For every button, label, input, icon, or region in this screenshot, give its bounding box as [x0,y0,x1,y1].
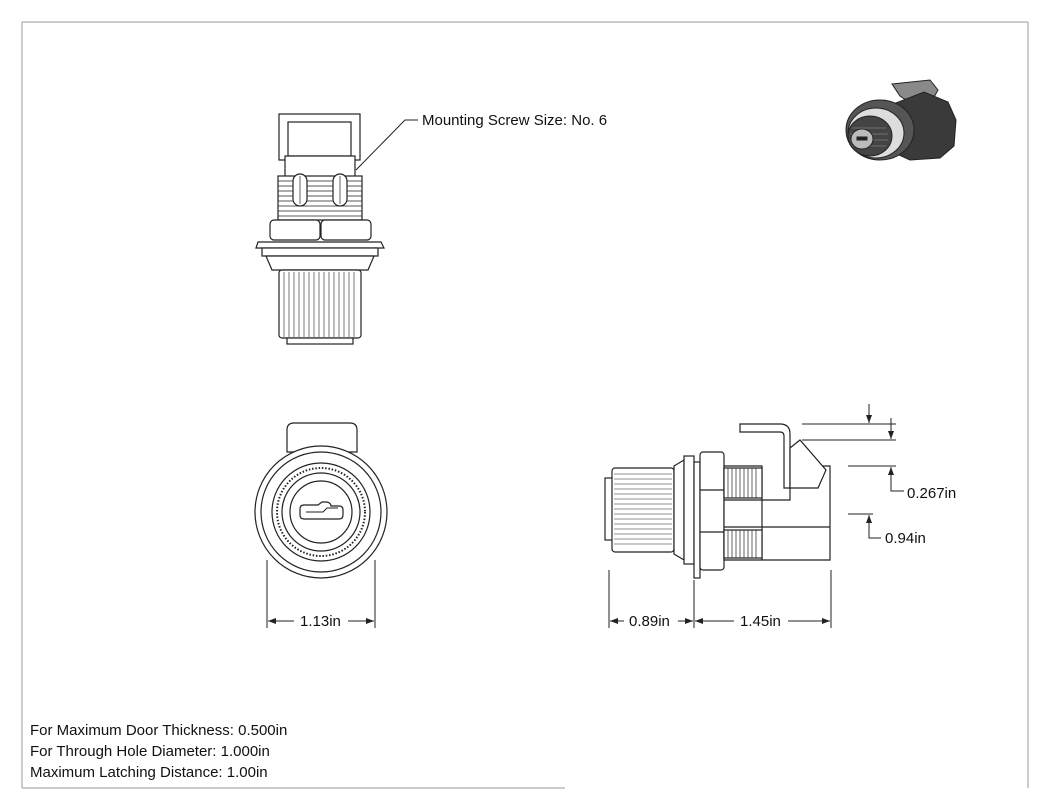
dimension-front-width: 1.13in [300,613,341,630]
dimension-knob-length: 0.89in [629,613,670,630]
dimension-latch-offset: 0.267in [907,485,957,502]
note-latching-distance: Maximum Latching Distance: 1.00in [30,764,268,781]
dimension-body-length: 1.45in [740,613,781,630]
front-view [254,422,388,579]
front-width-dimension [266,560,376,628]
side-length-dimensions [608,570,832,628]
sheet-border [21,21,1029,789]
dimension-latch-height: 0.94in [885,530,926,547]
note-through-hole: For Through Hole Diameter: 1.000in [30,743,270,760]
note-door-thickness: For Maximum Door Thickness: 0.500in [30,722,288,739]
side-height-dimensions [802,404,904,539]
specification-notes: For Maximum Door Thickness: 0.500in For … [30,720,287,783]
isometric-view [845,79,957,161]
top-view [255,113,385,345]
screw-callout-leader [355,119,418,171]
mounting-screw-callout: Mounting Screw Size: No. 6 [422,112,608,129]
side-view [604,423,831,579]
